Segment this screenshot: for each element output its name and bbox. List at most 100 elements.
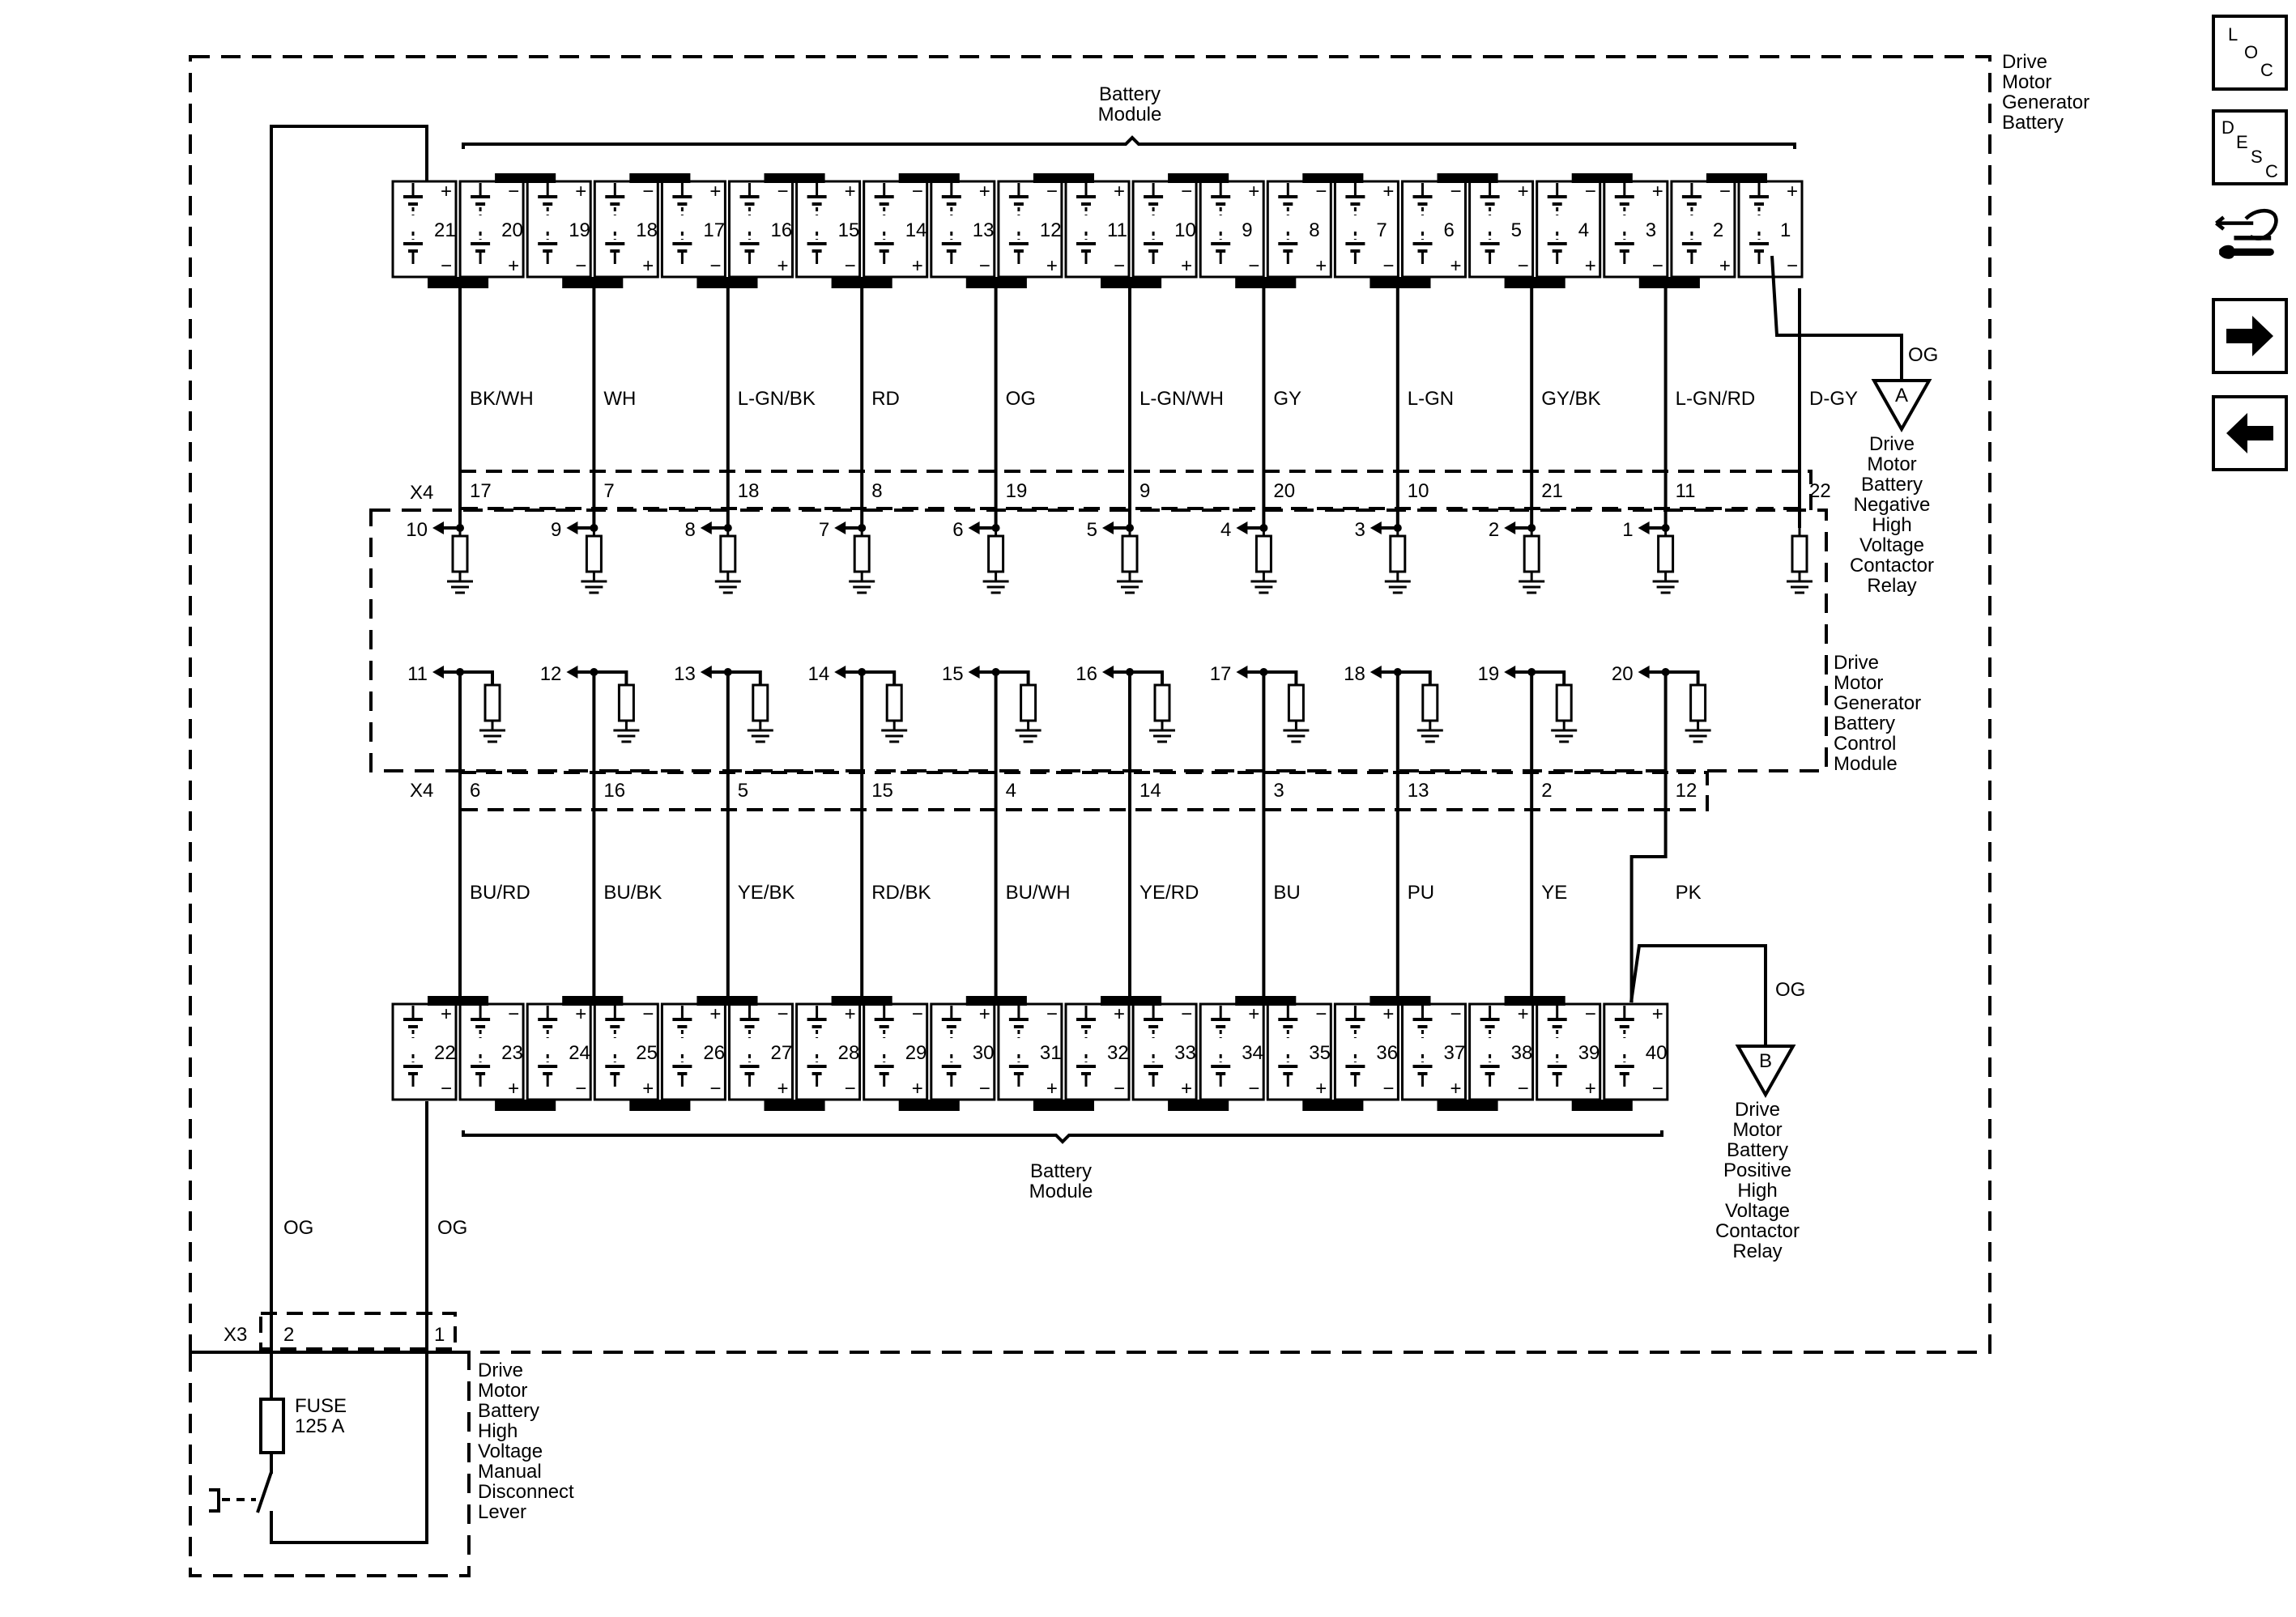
svg-text:−: − [1518, 1078, 1529, 1100]
bottom-module-cell-40: 40+− [1603, 1002, 1669, 1101]
input-number: 19 [1477, 663, 1499, 685]
svg-text:+: + [441, 1003, 452, 1025]
x4-pin-label: 6 [470, 780, 480, 802]
top-module-bus-bar [1302, 173, 1364, 183]
svg-text:−: − [1181, 1003, 1192, 1025]
svg-text:+: + [1046, 1078, 1058, 1100]
svg-text:−: − [1518, 255, 1529, 277]
top-module-bus-bar [1571, 173, 1633, 183]
bottom-module-cell-number: 22 [434, 1042, 456, 1064]
input-number: 11 [407, 663, 428, 685]
svg-text:−: − [1787, 255, 1798, 277]
svg-text:+: + [1181, 255, 1192, 277]
svg-text:+: + [1450, 1078, 1462, 1100]
bottom-module-cell-number: 32 [1107, 1042, 1129, 1064]
next-button[interactable] [2212, 298, 2288, 374]
top-wire-harness: BK/WH1710WH79L-GN/BK188RD87OG196L-GN/WH9… [406, 288, 1858, 594]
wire-color-label: D-GY [1809, 388, 1858, 410]
wire-color-label: GY [1273, 388, 1301, 410]
svg-text:+: + [777, 255, 789, 277]
wire-color-label: GY/BK [1541, 388, 1600, 410]
bottom-module-cell-number: 29 [905, 1042, 927, 1064]
svg-text:+: + [979, 1003, 990, 1025]
top-module-cell-10: 10−+ [1131, 180, 1198, 279]
top-module-cell-number: 16 [771, 219, 793, 241]
svg-text:−: − [1450, 1003, 1462, 1025]
input-number: 16 [1076, 663, 1097, 685]
x4-pin-label: 9 [1139, 480, 1150, 502]
svg-text:−: − [979, 255, 990, 277]
bottom-module-cell-27: 27−+ [728, 1002, 794, 1101]
top-module-cell-number: 15 [838, 219, 860, 241]
svg-text:−: − [1315, 1003, 1327, 1025]
previous-button[interactable] [2212, 395, 2288, 471]
bottom-module-cell-31: 31−+ [997, 1002, 1063, 1101]
relay-a-letter: A [1895, 385, 1908, 406]
svg-text:−: − [709, 1078, 721, 1100]
bottom-module-bus-bar [1504, 996, 1565, 1006]
fuse-symbol [259, 1398, 285, 1454]
top-module-cell-12: 12−+ [997, 180, 1063, 279]
svg-text:+: + [1382, 1003, 1394, 1025]
svg-text:+: + [709, 181, 721, 202]
x4-pin-label: 10 [1408, 480, 1429, 502]
input-number: 15 [942, 663, 964, 685]
svg-text:−: − [575, 255, 586, 277]
top-module-cell-number: 18 [636, 219, 658, 241]
top-module-cell-15: 15+− [795, 180, 862, 279]
bottom-module-bus-bar [1302, 1100, 1364, 1111]
tools-button[interactable] [2212, 202, 2288, 279]
og-wire-left [270, 125, 428, 1544]
top-module-bus-bar [1235, 277, 1297, 288]
top-module-cell-6: 6−+ [1401, 180, 1467, 279]
bottom-module-bus-bar [1571, 1100, 1633, 1111]
svg-text:+: + [912, 1078, 923, 1100]
bottom-module-brace [462, 1130, 1663, 1144]
bottom-module-cell-number: 36 [1376, 1042, 1398, 1064]
bottom-module-cell-29: 29−+ [863, 1002, 929, 1101]
location-button[interactable]: L O C [2212, 15, 2288, 91]
svg-text:+: + [912, 255, 923, 277]
top-module-bus-bar [696, 277, 758, 288]
top-module-cell-number: 21 [434, 219, 456, 241]
bottom-module-cell-number: 26 [703, 1042, 725, 1064]
svg-text:−: − [1181, 181, 1192, 202]
bottom-module-cell-23: 23−+ [458, 1002, 525, 1101]
bottom-module-bus-bar [965, 996, 1027, 1006]
bottom-module-bus-bar [764, 1100, 825, 1111]
bottom-module-cell-number: 39 [1578, 1042, 1600, 1064]
svg-text:+: + [1248, 181, 1259, 202]
svg-text:+: + [1450, 255, 1462, 277]
bottom-module-cell-number: 33 [1174, 1042, 1196, 1064]
relay-a-wire-label: OG [1908, 344, 1938, 366]
wire-color-label: BU/BK [603, 882, 662, 904]
loc-letter-c: C [2260, 60, 2273, 80]
desc-letter-c: C [2265, 161, 2278, 181]
relay-a-wire [1770, 255, 1903, 379]
svg-text:−: − [912, 181, 923, 202]
x4-pin-label: 20 [1273, 480, 1295, 502]
wire-color-label: L-GN [1408, 388, 1454, 410]
top-module-cell-20: 20−+ [458, 180, 525, 279]
x3-label: X3 [224, 1324, 247, 1346]
description-button[interactable]: D E S C [2212, 109, 2288, 185]
svg-text:+: + [1787, 181, 1798, 202]
top-module-cell-number: 11 [1107, 219, 1127, 241]
svg-text:+: + [642, 1078, 654, 1100]
svg-text:+: + [1518, 1003, 1529, 1025]
bottom-module-cell-number: 28 [838, 1042, 860, 1064]
svg-text:+: + [1046, 255, 1058, 277]
wire-color-label: YE [1541, 882, 1567, 904]
svg-text:−: − [1382, 255, 1394, 277]
top-battery-module: 21+−20−+19+−18−+17+−16−+15+−14−+13+−12−+… [391, 173, 1804, 288]
bottom-module-cell-number: 35 [1309, 1042, 1331, 1064]
bottom-battery-module: 22+−23−+24+−25−+26+−27−+28+−29−+30+−31−+… [391, 996, 1669, 1111]
top-module-bus-bar [898, 173, 960, 183]
x4-pin-label: 21 [1541, 480, 1563, 502]
